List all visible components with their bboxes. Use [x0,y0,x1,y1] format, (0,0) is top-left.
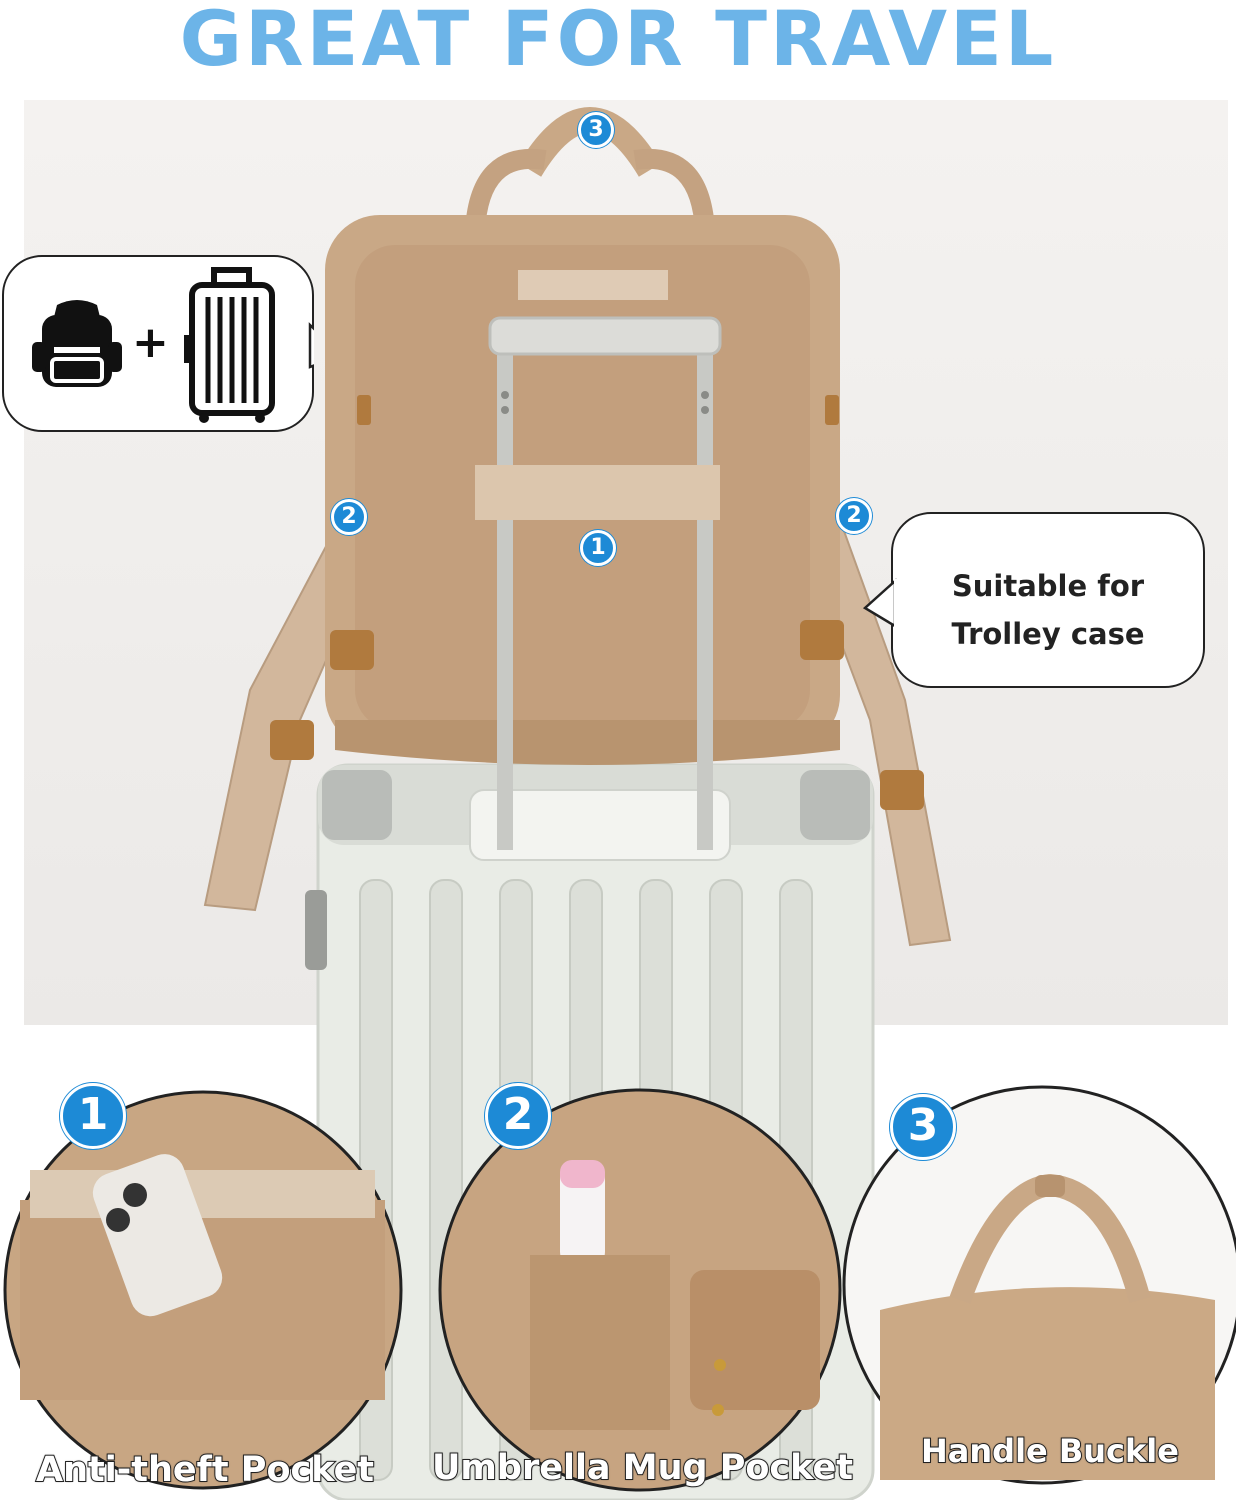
detail-circle-1 [3,1090,403,1490]
feature-caption-2: Umbrella Mug Pocket [431,1447,854,1489]
headline: GREAT FOR TRAVEL [179,0,1057,83]
feature-badge-2: 2 [485,1083,551,1149]
marker-2-right: 2 [836,498,872,534]
feature-badge-1: 1 [60,1083,126,1149]
feature-caption-1: Anti-theft Pocket [35,1449,375,1491]
marker-1-pocket: 1 [580,530,616,566]
trolley-handle [488,316,722,850]
feature-caption-3: Handle Buckle [920,1431,1180,1471]
marker-2-left: 2 [331,499,367,535]
detail-circle-2 [438,1088,842,1492]
trolley-note: Suitable for Trolley case [893,562,1203,658]
feature-badge-3: 3 [890,1094,956,1160]
detail-circle-3 [842,1085,1236,1485]
suitcase-icon [184,267,275,423]
marker-3-handle: 3 [578,112,614,148]
trolley-note-line2: Trolley case [951,617,1145,651]
trolley-bubble: Suitable for Trolley case [863,512,1205,688]
combo-bubble: + [2,255,314,432]
backpack-icon [32,300,122,387]
trolley-note-line1: Suitable for [951,569,1145,603]
combo-plus: + [132,317,169,368]
